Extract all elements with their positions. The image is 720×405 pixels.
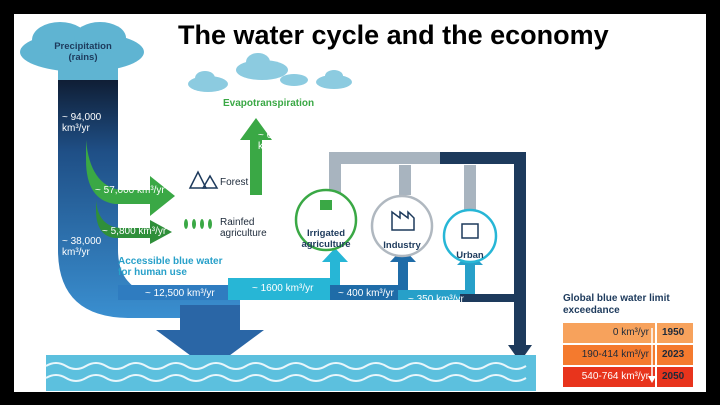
- cloud-icon: [188, 53, 352, 92]
- urban-circle: [442, 208, 498, 264]
- forest-value: ~ 57,000 km³/yr: [95, 185, 165, 196]
- sprinkler-icon: [320, 200, 332, 210]
- evapotranspiration-label: Evapotranspiration: [223, 98, 315, 109]
- page-title: The water cycle and the economy: [178, 20, 609, 50]
- rainfed-value: ~ 5,800 km³/yr: [102, 226, 167, 237]
- rainfed-label: Rainfed agriculture: [220, 217, 267, 239]
- runoff-arrow: [156, 305, 264, 370]
- precipitation-column: [58, 80, 240, 318]
- accessible-flow: [118, 285, 228, 300]
- return-arrow-head: [508, 345, 532, 362]
- exceedance-year-1950: 1950: [662, 327, 685, 338]
- exceedance-table: [563, 323, 693, 387]
- irrigated-value: ~ 1600 km³/yr: [252, 283, 314, 294]
- rainfed-arrow: [96, 200, 172, 244]
- wheat-icon: [184, 219, 212, 229]
- return-flow-arrow: [440, 152, 526, 350]
- exceedance-value-1950: 0 km³/yr: [612, 327, 649, 338]
- cloud-icon: [20, 22, 144, 80]
- exceedance-value-2023: 190-414 km³/yr: [581, 349, 649, 360]
- factory-icon: [391, 210, 415, 231]
- industry-label: Industry: [383, 240, 421, 251]
- outflow: [460, 294, 520, 302]
- accessible-value: ~ 12,500 km³/yr: [145, 288, 215, 299]
- evapotranspiration-value: ~ 63,000 km³/yr: [258, 130, 298, 152]
- urban-label: Urban: [456, 250, 484, 261]
- forest-label: Forest: [220, 177, 249, 188]
- wave-lines: [45, 362, 527, 382]
- urban-flow: [398, 252, 483, 300]
- exceedance-row-2023: [563, 345, 655, 365]
- ocean: [46, 355, 536, 391]
- exceedance-row-2050: [563, 367, 655, 387]
- return-pipes: [329, 152, 520, 215]
- industry-circle: [370, 194, 434, 258]
- accessible-label: Accessible blue water for human use: [118, 256, 223, 278]
- exceedance-year-2023: 2023: [662, 349, 685, 360]
- forest-arrow: [86, 140, 175, 216]
- building-icon: [461, 223, 479, 239]
- industry-flow: [330, 248, 416, 300]
- runoff-value: ~ 38,000 km³/yr: [62, 236, 102, 258]
- industry-value: ~ 400 km³/yr: [338, 288, 394, 299]
- urban-value: ~ 350 km³/yr: [408, 294, 464, 305]
- precipitation-label: Precipitation (rains): [54, 41, 112, 63]
- irrigated-flow: [228, 248, 348, 300]
- irrigated-label: Irrigated agriculture: [301, 228, 351, 250]
- precipitation-value: ~ 94,000 km³/yr: [62, 112, 102, 134]
- exceedance-row-1950: [563, 323, 655, 343]
- irrigated-circle: [294, 188, 358, 252]
- exceedance-title: Global blue water limit exceedance: [563, 293, 670, 316]
- exceedance-value-2050: 540-764 km³/yr: [581, 371, 649, 382]
- exceedance-year-2050: 2050: [662, 371, 685, 382]
- evapotranspiration-arrow: [240, 118, 272, 195]
- tree-icon: [188, 170, 219, 189]
